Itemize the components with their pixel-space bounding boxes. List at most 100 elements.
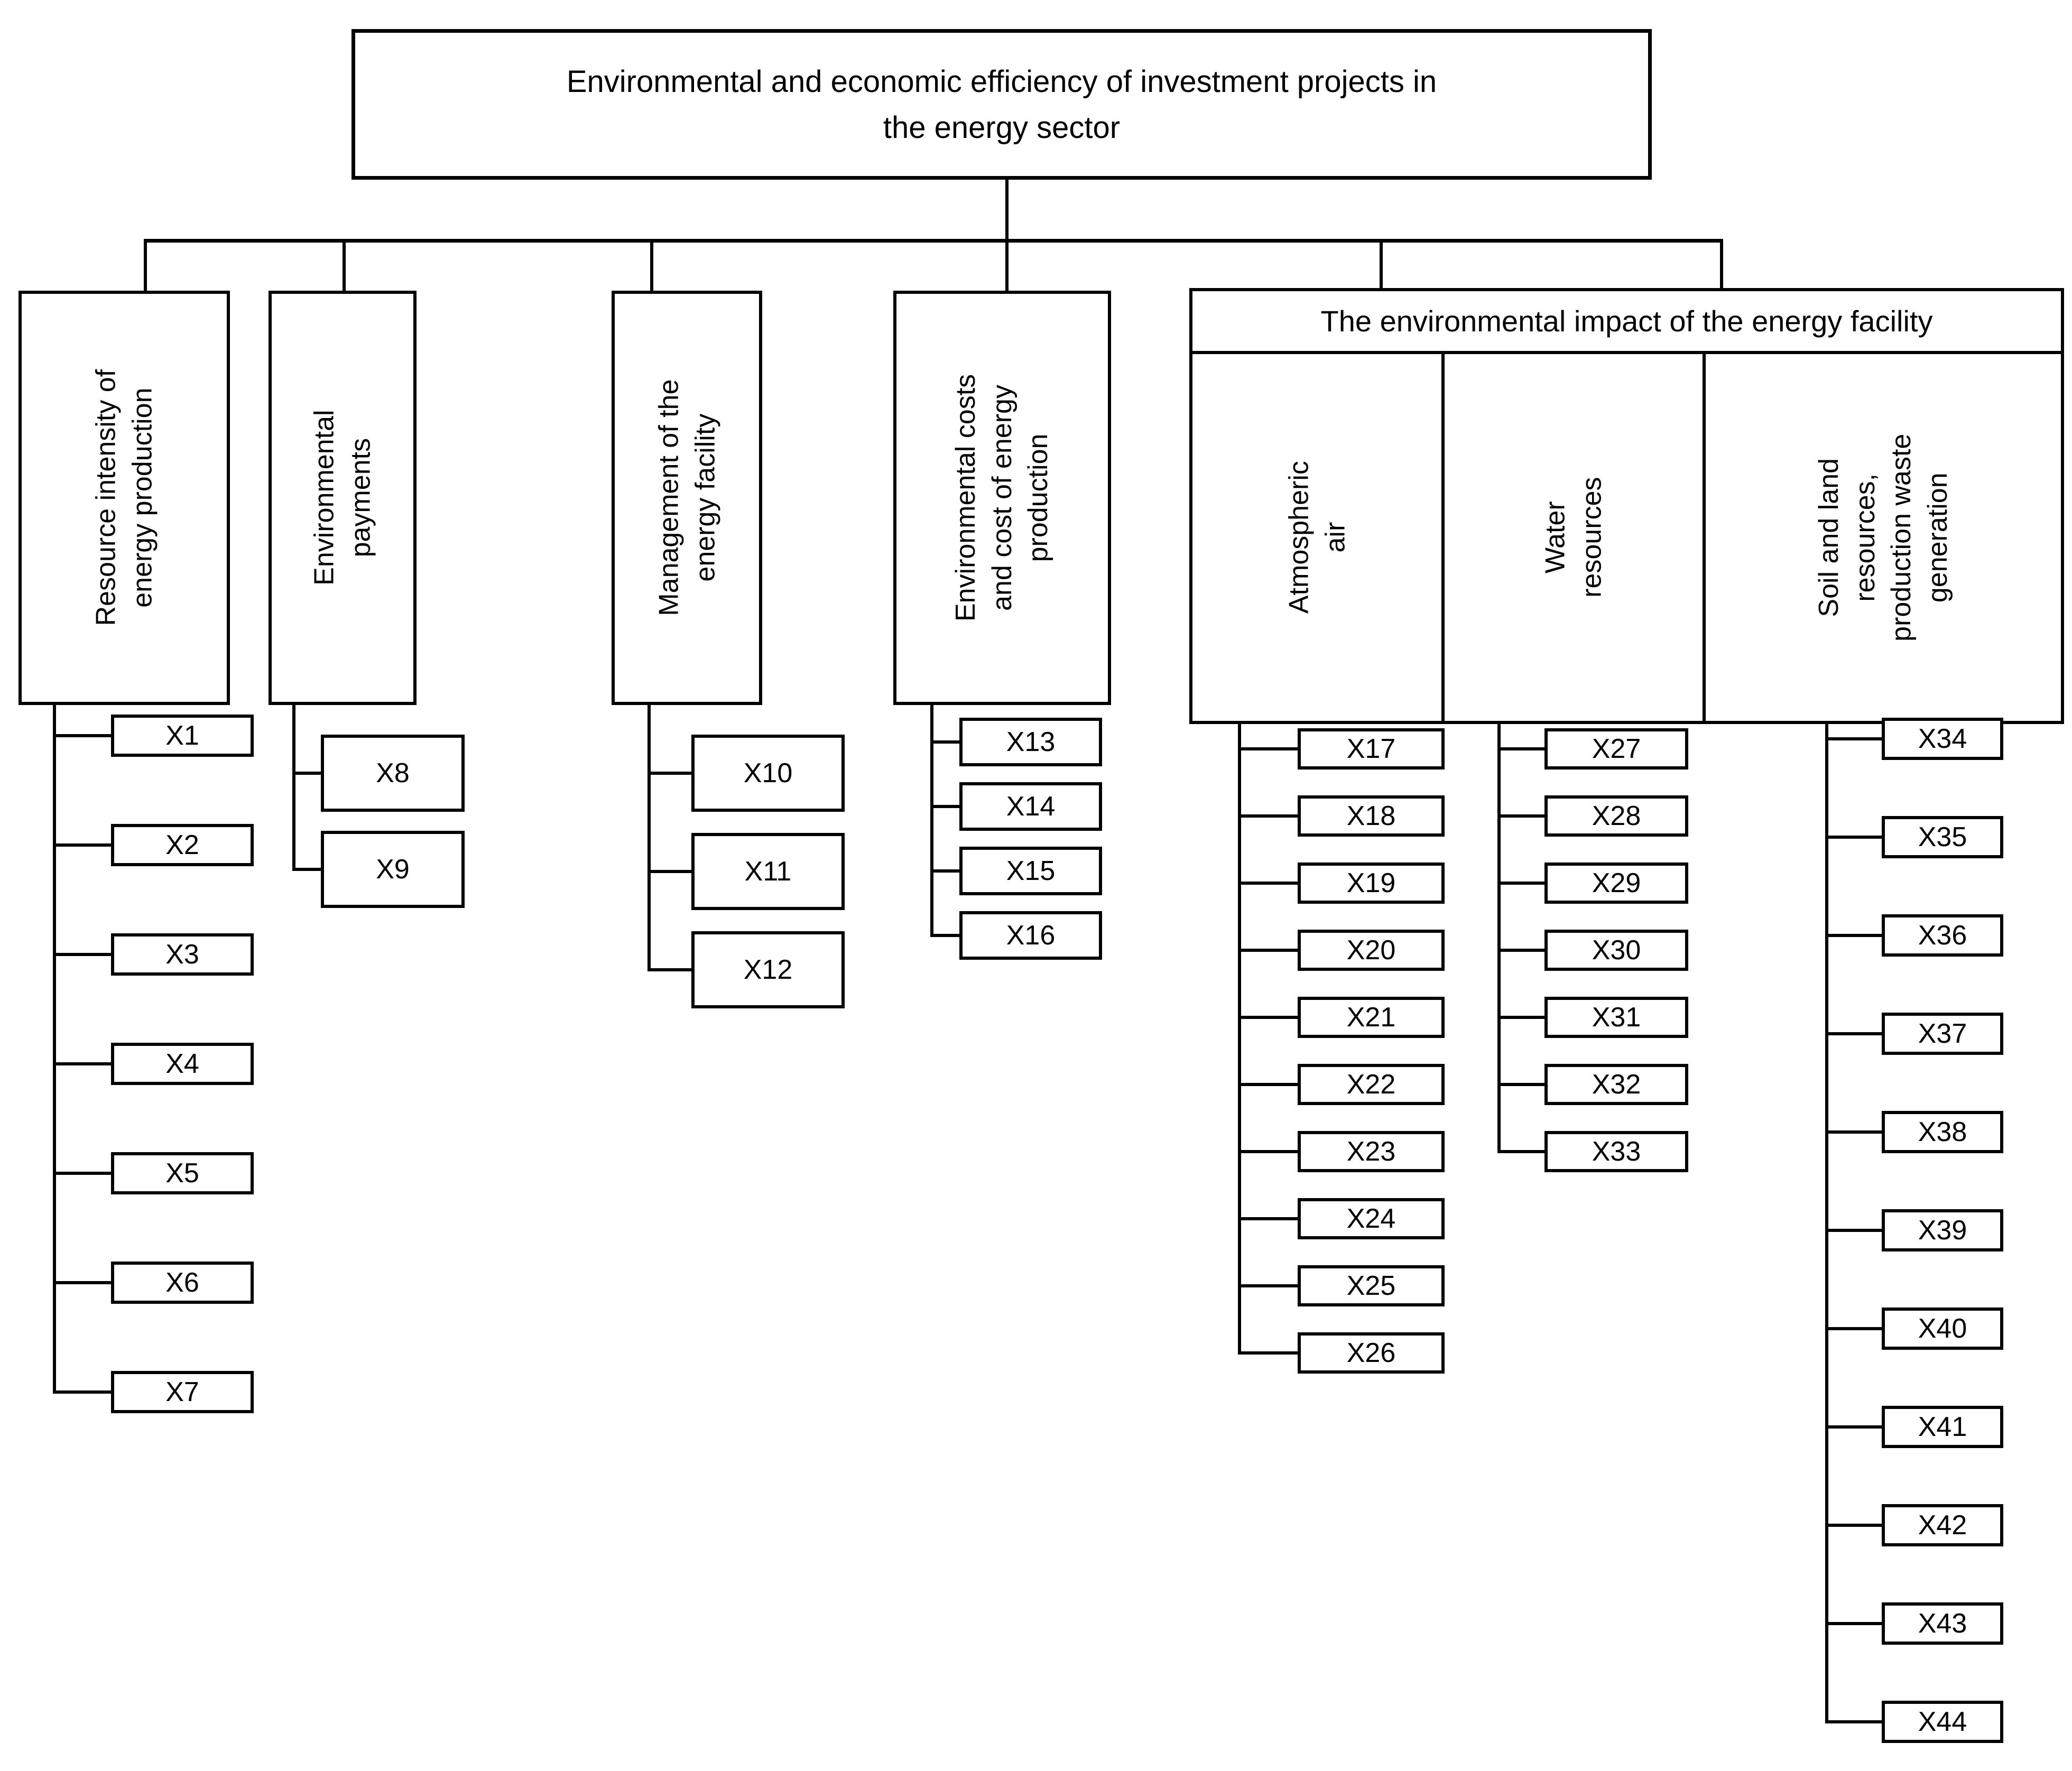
connector-stub-X36 xyxy=(1825,934,1887,937)
connector-stub-X40 xyxy=(1825,1327,1887,1330)
leaf-X36: X36 xyxy=(1882,914,2003,957)
branch-resource-intensity-label: Resource intensity of energy production xyxy=(90,369,158,626)
leaf-X35: X35 xyxy=(1882,816,2003,858)
diagram-title: Environmental and economic efficiency of… xyxy=(352,29,1652,180)
leaf-X16: X16 xyxy=(959,911,1102,960)
connector-stub-X42 xyxy=(1825,1524,1887,1527)
connector-trunk xyxy=(1238,721,1241,1355)
connector-stub-X13 xyxy=(930,740,965,744)
connector-stub-X38 xyxy=(1825,1130,1887,1134)
impact-group-header-text: The environmental impact of the energy f… xyxy=(1320,304,1933,338)
subbranch-atmospheric-air: Atmospheric air xyxy=(1189,351,1445,724)
leaf-X13: X13 xyxy=(959,718,1102,766)
leaf-X23: X23 xyxy=(1298,1131,1445,1172)
leaf-X5: X5 xyxy=(111,1152,254,1194)
leaf-X26: X26 xyxy=(1298,1332,1445,1374)
connector-stub-X23 xyxy=(1238,1150,1303,1153)
leaf-X20: X20 xyxy=(1298,930,1445,971)
leaf-X11: X11 xyxy=(691,833,845,910)
subbranch-soil-land: Soil and land resources, production wast… xyxy=(1703,351,2064,724)
connector-stub-X2 xyxy=(53,843,116,847)
connector-stub-X24 xyxy=(1238,1217,1303,1220)
connector-trunk xyxy=(53,702,56,1394)
leaf-X6: X6 xyxy=(111,1262,254,1304)
subbranch-water-resources-label: Water resources xyxy=(1540,477,1607,598)
leaf-X33: X33 xyxy=(1544,1131,1688,1172)
connector-stub-X7 xyxy=(53,1390,116,1394)
leaf-X9: X9 xyxy=(321,831,465,908)
leaf-X44: X44 xyxy=(1882,1701,2003,1743)
leaf-X3: X3 xyxy=(111,933,254,976)
connector-trunk xyxy=(648,702,651,971)
leaf-X18: X18 xyxy=(1298,795,1445,837)
connector-title-trunk xyxy=(1005,178,1009,242)
connector-drop-impact xyxy=(1380,239,1383,293)
leaf-X29: X29 xyxy=(1544,863,1688,904)
branch-management: Management of the energy facility xyxy=(612,291,762,705)
connector-stub-X20 xyxy=(1238,949,1303,952)
connector-stub-X31 xyxy=(1497,1016,1550,1019)
connector-stub-X44 xyxy=(1825,1720,1887,1723)
leaf-X22: X22 xyxy=(1298,1064,1445,1105)
leaf-X25: X25 xyxy=(1298,1265,1445,1306)
leaf-X24: X24 xyxy=(1298,1198,1445,1239)
branch-management-label: Management of the energy facility xyxy=(653,379,720,617)
connector-stub-X1 xyxy=(53,734,116,737)
leaf-X43: X43 xyxy=(1882,1602,2003,1645)
leaf-X10: X10 xyxy=(691,735,845,812)
connector-drop-branch-2 xyxy=(343,239,346,296)
leaf-X34: X34 xyxy=(1882,718,2003,760)
connector-stub-X30 xyxy=(1497,949,1550,952)
connector-drop-branch-3 xyxy=(650,239,653,296)
leaf-X2: X2 xyxy=(111,824,254,866)
leaf-X30: X30 xyxy=(1544,930,1688,971)
connector-stub-X17 xyxy=(1238,747,1303,750)
connector-stub-X3 xyxy=(53,953,116,956)
connector-stub-X19 xyxy=(1238,882,1303,885)
leaf-X21: X21 xyxy=(1298,997,1445,1038)
connector-stub-X12 xyxy=(648,968,697,971)
connector-stub-X34 xyxy=(1825,737,1887,740)
connector-stub-X37 xyxy=(1825,1032,1887,1035)
connector-stub-X4 xyxy=(53,1062,116,1065)
leaf-X14: X14 xyxy=(959,782,1102,831)
connector-stub-X6 xyxy=(53,1281,116,1284)
connector-trunk xyxy=(930,702,933,937)
connector-stub-X27 xyxy=(1497,747,1550,750)
leaf-X12: X12 xyxy=(691,931,845,1008)
impact-group-header: The environmental impact of the energy f… xyxy=(1189,288,2064,354)
leaf-X27: X27 xyxy=(1544,728,1688,769)
leaf-X7: X7 xyxy=(111,1371,254,1413)
leaf-X32: X32 xyxy=(1544,1064,1688,1105)
connector-stub-X39 xyxy=(1825,1229,1887,1232)
connector-stub-X18 xyxy=(1238,814,1303,818)
connector-stub-X32 xyxy=(1497,1083,1550,1086)
connector-stub-X16 xyxy=(930,934,965,937)
connector-stub-X21 xyxy=(1238,1016,1303,1019)
connector-stub-X9 xyxy=(292,868,326,871)
leaf-X19: X19 xyxy=(1298,863,1445,904)
branch-environmental-payments: Environmental payments xyxy=(269,291,417,705)
leaf-X37: X37 xyxy=(1882,1013,2003,1055)
branch-resource-intensity: Resource intensity of energy production xyxy=(18,291,230,705)
leaf-X31: X31 xyxy=(1544,997,1688,1038)
subbranch-soil-land-label: Soil and land resources, production wast… xyxy=(1813,433,1953,642)
connector-stub-X41 xyxy=(1825,1425,1887,1429)
leaf-X41: X41 xyxy=(1882,1406,2003,1448)
connector-drop-impact-end xyxy=(1720,239,1723,293)
branch-environmental-payments-label: Environmental payments xyxy=(309,410,376,586)
connector-drop-branch-1 xyxy=(144,239,147,296)
leaf-X42: X42 xyxy=(1882,1504,2003,1546)
connector-trunk xyxy=(292,702,295,871)
connector-stub-X43 xyxy=(1825,1622,1887,1625)
connector-drop-branch-4 xyxy=(1005,239,1009,296)
subbranch-water-resources: Water resources xyxy=(1441,351,1706,724)
branch-environmental-costs: Environmental costs and cost of energy p… xyxy=(893,291,1111,705)
leaf-X17: X17 xyxy=(1298,728,1445,769)
leaf-X38: X38 xyxy=(1882,1111,2003,1153)
connector-distribution xyxy=(144,239,1723,243)
leaf-X40: X40 xyxy=(1882,1308,2003,1350)
connector-stub-X28 xyxy=(1497,814,1550,818)
connector-stub-X5 xyxy=(53,1172,116,1175)
